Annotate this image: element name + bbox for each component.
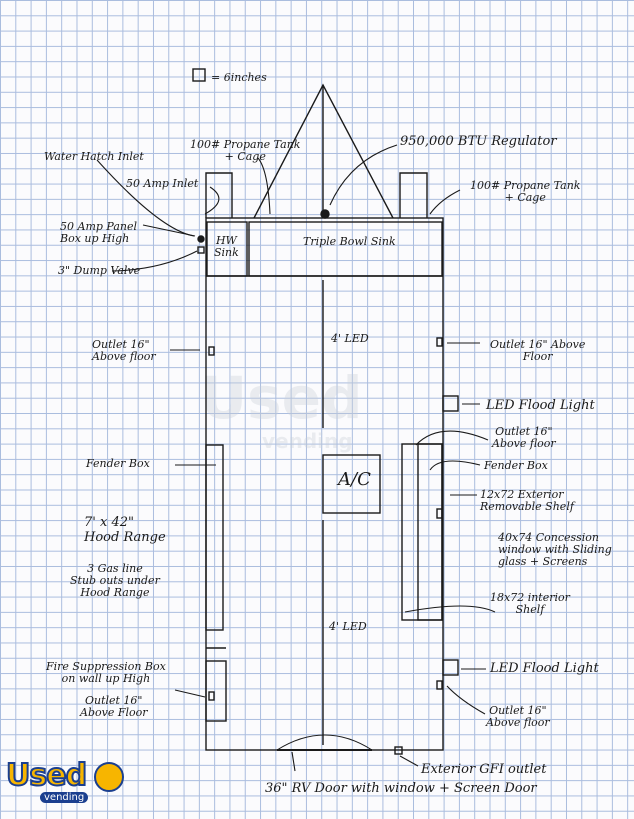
- fender-left-label: Fender Box: [86, 457, 150, 470]
- led-bottom-label: 4' LED: [329, 620, 367, 633]
- scale-square: [192, 68, 206, 82]
- dump-valve-mark: [197, 246, 205, 254]
- outlet-left-top-label: Outlet 16" Above floor: [92, 339, 156, 363]
- ac-box: [322, 454, 381, 514]
- scale-note: = 6inches: [211, 71, 267, 84]
- gas-label: 3 Gas line Stub outs under Hood Range: [70, 563, 160, 599]
- propane-left-label: 100# Propane Tank + Cage: [190, 139, 300, 163]
- fire-line1: Fire Suppression Box: [46, 660, 166, 673]
- panel-line2: Box up High: [60, 232, 130, 245]
- fire-suppression-box: [205, 660, 227, 722]
- outlet-r1-line2: Floor: [522, 350, 553, 363]
- concession-line1: 40x74 Concession: [498, 531, 600, 544]
- outlet-r3-line1: Outlet 16": [489, 704, 547, 717]
- triple-sink-label: Triple Bowl Sink: [303, 235, 396, 248]
- led-flood-top-label: LED Flood Light: [486, 398, 595, 413]
- ac-label: A/C: [338, 469, 371, 490]
- watermark-text: Used: [200, 364, 362, 432]
- water-hatch-label: Water Hatch Inlet: [44, 150, 144, 163]
- watermark: Used vending: [190, 360, 440, 460]
- used-vending-logo: Used vending: [5, 757, 124, 812]
- fender-box-left: [205, 444, 224, 631]
- leader-arrows: [96, 144, 496, 772]
- outlet-right-mid: [436, 508, 443, 519]
- trailer-outline: [205, 217, 444, 751]
- ext-shelf-label: 12x72 Exterior Removable Shelf: [480, 489, 574, 513]
- regulator-dot: [320, 209, 330, 219]
- logo-sub: vending: [40, 792, 89, 803]
- led-flood-bottom-label: LED Flood Light: [490, 661, 599, 676]
- hw-sink-line1: HW: [215, 234, 237, 247]
- fire-label: Fire Suppression Box on wall up High: [46, 661, 166, 685]
- gfi-label: Exterior GFI outlet: [421, 762, 547, 777]
- panel-mark: [197, 235, 205, 243]
- ext-shelf-line1: 12x72 Exterior: [480, 488, 564, 501]
- outlet-right-mid-label: Outlet 16" Above floor: [492, 426, 556, 450]
- exterior-shelf: [417, 443, 443, 621]
- dump-valve-label: 3" Dump Valve: [58, 264, 141, 277]
- hw-sink-label: HW Sink: [214, 235, 239, 259]
- fire-line2: on wall up High: [61, 672, 151, 685]
- outlet-r3-line2: Above floor: [486, 716, 550, 729]
- propane-right-line2: + Cage: [504, 191, 546, 204]
- outlet-right-top-label: Outlet 16" Above Floor: [490, 339, 585, 363]
- outlet-l2-line1: Outlet 16": [84, 694, 143, 707]
- ext-shelf-line2: Removable Shelf: [480, 500, 574, 513]
- panel-label: 50 Amp Panel Box up High: [60, 221, 137, 245]
- watermark-sub: vending: [262, 429, 353, 453]
- int-shelf-label: 18x72 interior Shelf: [490, 592, 570, 616]
- outlet-left-bottom: [208, 691, 215, 701]
- logo-mascot-icon: [94, 762, 124, 792]
- flood-light-bottom: [442, 659, 459, 676]
- outlet-left-bottom-label: Outlet 16" Above Floor: [80, 695, 147, 719]
- outlet-left-top: [208, 346, 215, 356]
- propane-tank-left: [205, 172, 233, 218]
- hw-sink-box: [206, 221, 248, 277]
- hood-line1: 7' x 42": [84, 515, 134, 530]
- gas-line2: Stub outs under: [70, 574, 160, 587]
- outlet-right-top: [436, 337, 443, 347]
- outlet-r2-line1: Outlet 16": [495, 425, 553, 438]
- amp-inlet-label: 50 Amp Inlet: [126, 177, 199, 190]
- triple-sink-box: [248, 221, 443, 277]
- gfi-outlet: [394, 746, 403, 755]
- outlet-l2-line2: Above Floor: [80, 706, 148, 719]
- logo-text: Used: [5, 757, 88, 794]
- gas-line3: Hood Range: [80, 586, 150, 599]
- concession-line2: window with Sliding: [498, 543, 612, 556]
- hw-sink-line2: Sink: [214, 246, 239, 259]
- regulator-label: 950,000 BTU Regulator: [400, 134, 557, 149]
- outlet-l1-line2: Above floor: [92, 350, 156, 363]
- outlet-right-bottom: [436, 680, 443, 690]
- propane-tank-right: [399, 172, 428, 218]
- led-top-label: 4' LED: [331, 332, 369, 345]
- fender-right-label: Fender Box: [484, 459, 548, 472]
- door-swing: [276, 734, 373, 751]
- hood-line2: Hood Range: [84, 530, 166, 545]
- outlet-l1-line1: Outlet 16": [92, 338, 150, 351]
- propane-right-label: 100# Propane Tank + Cage: [470, 180, 580, 204]
- hood-label: 7' x 42" Hood Range: [84, 515, 166, 545]
- panel-line1: 50 Amp Panel: [60, 220, 137, 233]
- outlet-r1-line1: Outlet 16" Above: [490, 338, 586, 351]
- rv-door-label: 36" RV Door with window + Screen Door: [265, 781, 537, 796]
- outlet-r2-line2: Above floor: [492, 437, 556, 450]
- propane-left-line1: 100# Propane Tank: [190, 138, 301, 151]
- flood-light-top: [442, 395, 459, 412]
- gas-line1: 3 Gas line: [87, 562, 143, 575]
- outlet-right-bottom-label: Outlet 16" Above floor: [486, 705, 550, 729]
- concession-label: 40x74 Concession window with Sliding gla…: [498, 532, 612, 568]
- concession-window: [401, 443, 443, 621]
- concession-line3: glass + Screens: [498, 555, 588, 568]
- propane-right-line1: 100# Propane Tank: [470, 179, 581, 192]
- propane-left-line2: + Cage: [224, 150, 266, 163]
- int-shelf-line1: 18x72 interior: [490, 591, 570, 604]
- int-shelf-line2: Shelf: [515, 603, 545, 616]
